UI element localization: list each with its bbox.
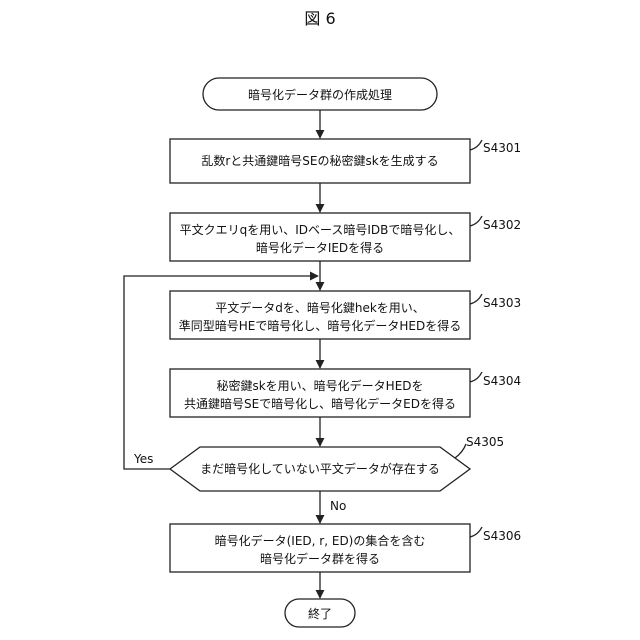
branch-no-label: No [330,499,346,513]
callout-s4305 [455,444,466,458]
step-id-s4301: S4301 [483,141,521,155]
process-text-s4303-line2: 準同型暗号HEで暗号化し、暗号化データHEDを得る [179,318,461,333]
process-text-s4303-line1: 平文データdを、暗号化鍵hekを用い、 [215,300,425,315]
start-label: 暗号化データ群の作成処理 [248,87,392,102]
step-id-s4303: S4303 [483,296,521,310]
step-id-s4302: S4302 [483,218,521,232]
callout-s4303 [470,294,482,304]
callout-s4304 [470,372,482,382]
process-text-s4304-line2: 共通鍵暗号SEで暗号化し、暗号化データEDを得る [184,396,456,411]
step-id-s4305: S4305 [466,435,504,449]
process-text-s4306-line1: 暗号化データ(IED, r, ED)の集合を含む [215,533,426,548]
process-text-s4306-line2: 暗号化データ群を得る [260,551,380,566]
callout-s4302 [470,216,482,226]
process-text-s4304-line1: 秘密鍵skを用い、暗号化データHEDを [216,378,423,393]
callout-s4306 [470,527,482,537]
figure-title: 図 6 [304,9,335,28]
callout-s4301 [470,140,482,150]
process-text-s4302-line1: 平文クエリqを用い、IDベース暗号IDBで暗号化し、 [180,222,461,237]
branch-yes-label: Yes [133,452,153,466]
process-text-s4302-line2: 暗号化データIEDを得る [256,240,384,255]
step-id-s4304: S4304 [483,374,521,388]
end-label: 終了 [308,606,332,621]
step-id-s4306: S4306 [483,529,521,543]
decision-text-s4305: まだ暗号化していない平文データが存在する [200,461,440,476]
process-text-s4301: 乱数rと共通鍵暗号SEの秘密鍵skを生成する [201,153,438,168]
